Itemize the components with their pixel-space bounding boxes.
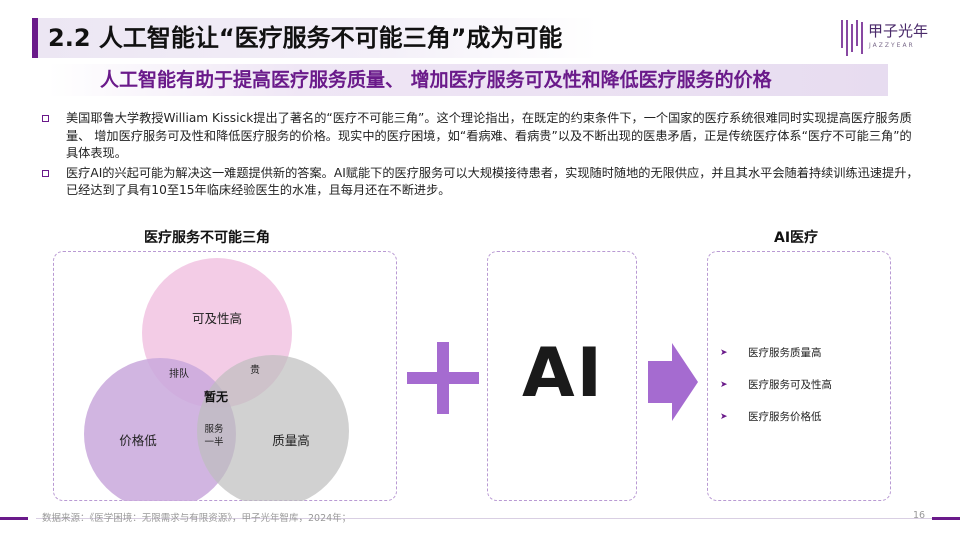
venn-overlap-top-left: 排队 (169, 367, 189, 380)
venn-circle-right (197, 355, 349, 501)
arrow-right-icon (648, 343, 698, 421)
footer-accent-left (0, 517, 28, 520)
list-item: ➤ 医疗服务价格低 (720, 409, 832, 429)
logo-text: 甲子光年 (868, 22, 929, 40)
right-panel-title: AI医疗 (774, 230, 819, 246)
page-number: 16 (913, 510, 926, 521)
list-item: ➤ 医疗服务质量高 (720, 345, 832, 365)
bullet-list: 美国耶鲁大学教授William Kissick提出了著名的“医疗不可能三角”。这… (42, 110, 922, 202)
bullet-item: 美国耶鲁大学教授William Kissick提出了著名的“医疗不可能三角”。这… (42, 110, 922, 163)
page-title: 2.2 人工智能让“医疗服务不可能三角”成为可能 (48, 24, 563, 52)
bullet-item: 医疗AI的兴起可能为解决这一难题提供新的答案。AI赋能下的医疗服务可以大规模接待… (42, 165, 922, 200)
ai-medical-panel (707, 251, 891, 501)
list-item: ➤ 医疗服务可及性高 (720, 377, 832, 397)
venn-label-right: 质量高 (272, 433, 310, 448)
footer-divider (36, 518, 960, 519)
chevron-right-icon: ➤ (720, 412, 728, 422)
venn-circle-left (84, 358, 236, 501)
ai-panel (487, 251, 637, 501)
venn-diagram: 可及性高 价格低 质量高 排队 贵 暂无 服务 一半 (84, 258, 349, 501)
list-item-text: 医疗服务可及性高 (748, 379, 832, 391)
venn-overlap-center: 暂无 (204, 389, 228, 404)
venn-overlap-top-right: 贵 (250, 363, 260, 376)
footer-accent-right (932, 517, 960, 520)
logo-mark (841, 20, 863, 56)
title-band (38, 18, 598, 58)
chevron-right-icon: ➤ (720, 380, 728, 390)
venn-label-left: 价格低 (119, 433, 157, 448)
ai-benefit-list: ➤ 医疗服务质量高 ➤ 医疗服务可及性高 ➤ 医疗服务价格低 (720, 345, 832, 441)
venn-overlap-bottom-1: 服务 (204, 423, 224, 435)
subtitle-band (48, 64, 888, 96)
plus-icon (407, 342, 479, 414)
square-bullet-icon (42, 115, 49, 122)
logo-subtext: JAZZYEAR (869, 42, 915, 49)
chevron-right-icon: ➤ (720, 348, 728, 358)
subtitle: 人工智能有助于提高医疗服务质量、 增加医疗服务可及性和降低医疗服务的价格 (100, 69, 772, 91)
triangle-panel (53, 251, 397, 501)
title-accent-bar (32, 18, 38, 58)
list-item-text: 医疗服务质量高 (748, 347, 822, 359)
bullet-text: 医疗AI的兴起可能为解决这一难题提供新的答案。AI赋能下的医疗服务可以大规模接待… (66, 165, 919, 198)
list-item-text: 医疗服务价格低 (748, 411, 822, 423)
venn-overlap-bottom-2: 一半 (204, 436, 223, 448)
square-bullet-icon (42, 169, 49, 177)
left-panel-title: 医疗服务不可能三角 (144, 230, 270, 246)
source-note: 数据来源：《医学困境：无限需求与有限资源》，甲子光年智库，2024年； (42, 513, 352, 524)
venn-label-top: 可及性高 (192, 311, 242, 326)
bullet-text: 美国耶鲁大学教授William Kissick提出了著名的“医疗不可能三角”。这… (66, 111, 912, 160)
ai-label: AI (522, 334, 604, 413)
